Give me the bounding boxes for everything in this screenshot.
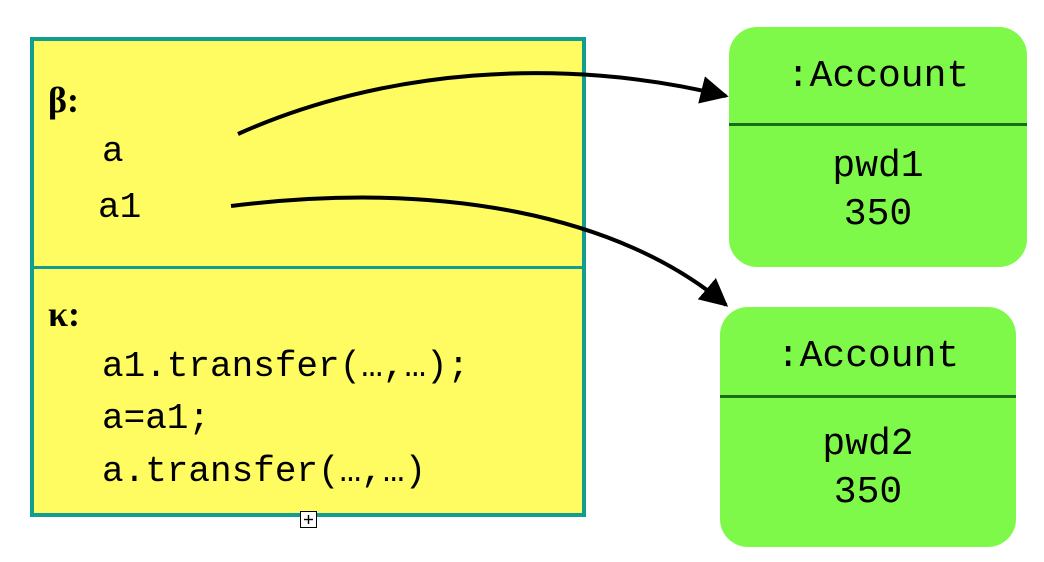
code-line-1: a1.transfer(…,…); — [102, 346, 470, 387]
account-1-separator — [729, 123, 1027, 126]
account-object-2: :Account pwd2 350 — [720, 307, 1016, 547]
account-1-class: :Account — [786, 55, 970, 98]
account-2-separator — [720, 395, 1016, 398]
code-line-3: a.transfer(…,…) — [102, 451, 427, 492]
reference-arrow-a — [237, 71, 729, 136]
environment-label: β: — [48, 80, 79, 120]
continuation-label: κ: — [48, 294, 80, 334]
state-box: β: a a1 κ: a1.transfer(…,…); a=a1; a.tra… — [30, 37, 586, 517]
account-2-password: pwd2 — [822, 423, 914, 466]
variable-a: a — [102, 131, 124, 172]
plus-icon — [304, 515, 313, 524]
variable-a1: a1 — [98, 187, 142, 228]
account-object-1: :Account pwd1 350 — [729, 27, 1027, 267]
account-2-class: :Account — [776, 335, 960, 378]
account-1-balance: 350 — [843, 193, 913, 236]
expand-handle[interactable] — [300, 511, 317, 528]
state-divider — [34, 266, 582, 269]
code-line-2: a=a1; — [102, 398, 211, 439]
account-1-password: pwd1 — [832, 145, 924, 188]
account-2-balance: 350 — [833, 471, 903, 514]
reference-arrow-a1 — [230, 195, 729, 307]
